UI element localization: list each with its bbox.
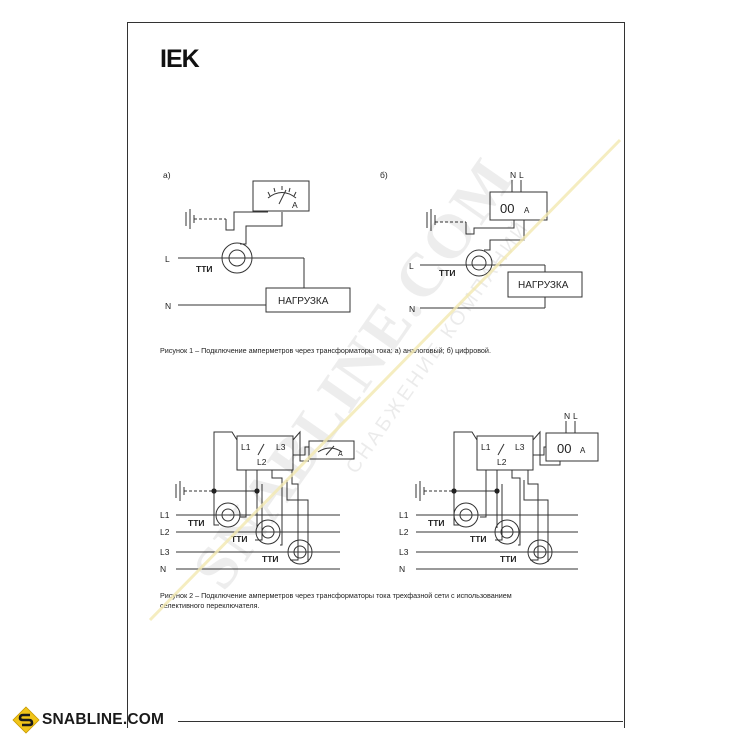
- fig2-left-sw-l1: L1: [241, 442, 251, 452]
- fig2-right-sw-l2: L2: [497, 457, 507, 467]
- fig2-left-l3: L3: [160, 547, 170, 557]
- fig2-right-sw-l1: L1: [481, 442, 491, 452]
- fig1a-load-label: НАГРУЗКА: [278, 296, 329, 307]
- fig1b-load-label: НАГРУЗКА: [518, 280, 569, 291]
- footer-brand-text[interactable]: SNABLINE.COM: [42, 711, 165, 728]
- fig2-right-l3: L3: [399, 547, 409, 557]
- fig1b-tti-label: ТТИ: [439, 268, 456, 278]
- fig2-left-l2: L2: [160, 527, 170, 537]
- fig2-left-sw-l3: L3: [276, 442, 286, 452]
- fig2-left-tti-2: ТТИ: [231, 534, 248, 544]
- fig2-right-tti-2: ТТИ: [470, 534, 487, 544]
- fig1a-n-label: N: [165, 301, 171, 311]
- figure1-caption: Рисунок 1 – Подключение амперметров чере…: [160, 346, 491, 355]
- fig2-right-tti-3: ТТИ: [500, 554, 517, 564]
- fig2-right-tti-1: ТТИ: [428, 518, 445, 528]
- fig2-right-supply-l: L: [573, 411, 578, 421]
- fig1b-supply-l: L: [519, 170, 524, 180]
- fig2-left-tti-3: ТТИ: [262, 554, 279, 564]
- document-page: [127, 22, 625, 728]
- figure2-caption-line1: Рисунок 2 – Подключение амперметров чере…: [160, 591, 512, 600]
- fig2-left-sw-l2: L2: [257, 457, 267, 467]
- snabline-logo-icon: [12, 706, 40, 734]
- fig2-right-digital-unit: A: [580, 446, 586, 455]
- fig2-right-l1: L1: [399, 510, 409, 520]
- footer-divider: [178, 721, 623, 722]
- iek-logo: IEK: [160, 45, 200, 73]
- fig1a-label: а): [163, 170, 171, 180]
- figure2-caption-line2: селективного переключателя.: [160, 601, 260, 610]
- fig1b-supply-n: N: [510, 170, 516, 180]
- fig1b-digital-value: 00: [500, 201, 514, 216]
- fig2-right-sw-l3: L3: [515, 442, 525, 452]
- fig2-right-digital-value: 00: [557, 441, 571, 456]
- fig1a-l-label: L: [165, 254, 170, 264]
- fig1a-ammeter-unit: A: [292, 200, 298, 210]
- fig2-right-l2: L2: [399, 527, 409, 537]
- fig2-right-n: N: [399, 564, 405, 574]
- fig1a-diagram: [178, 180, 351, 313]
- fig1b-n-label: N: [409, 304, 415, 314]
- fig1a-tti-label: ТТИ: [196, 264, 213, 274]
- fig2-left-tti-1: ТТИ: [188, 518, 205, 528]
- fig1b-l-label: L: [409, 261, 414, 271]
- fig2-left-l1: L1: [160, 510, 170, 520]
- fig2-right-supply-n: N: [564, 411, 570, 421]
- fig1b-label: б): [380, 170, 388, 180]
- fig1b-digital-unit: A: [524, 206, 530, 215]
- fig2-left-diagram: [175, 430, 355, 570]
- fig2-left-n: N: [160, 564, 166, 574]
- fig2-left-ammeter-unit: A: [338, 451, 343, 458]
